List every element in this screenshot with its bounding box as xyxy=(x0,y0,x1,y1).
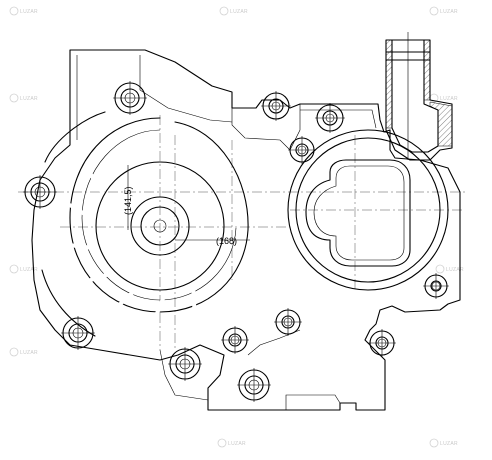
bolt-hole xyxy=(288,136,316,164)
impeller-vane-inner xyxy=(114,286,140,310)
bolt-hole xyxy=(261,91,291,121)
impeller-vane-inner xyxy=(153,289,168,320)
svg-text:LUZAR: LUZAR xyxy=(20,350,38,356)
svg-text:LUZAR: LUZAR xyxy=(20,267,38,273)
bolt-hole xyxy=(113,81,147,115)
svg-text:LUZAR: LUZAR xyxy=(440,441,458,447)
height-dimension-label: (141,5) xyxy=(123,186,133,215)
bolt-hole xyxy=(237,368,271,402)
outlet-pipe xyxy=(385,32,453,161)
housing-outline xyxy=(31,49,461,411)
bolt-hole xyxy=(423,273,449,299)
impeller-vane-inner xyxy=(85,167,105,195)
svg-text:LUZAR: LUZAR xyxy=(446,267,464,273)
svg-text:LUZAR: LUZAR xyxy=(20,9,38,15)
watermark-low-right: LUZAR xyxy=(435,264,464,274)
watermark-bottom-left: LUZAR xyxy=(9,347,38,357)
watermark-bottom-right: LUZAR xyxy=(429,438,458,448)
bolt-hole xyxy=(315,103,345,133)
bolt-hole xyxy=(274,308,302,336)
impeller-vanes xyxy=(68,167,197,320)
svg-text:LUZAR: LUZAR xyxy=(440,96,458,102)
svg-text:LUZAR: LUZAR xyxy=(228,441,246,447)
bolt-hole xyxy=(61,316,95,350)
impeller-hub xyxy=(95,161,225,291)
bolt-hole xyxy=(168,347,202,381)
watermark-group: LUZAR LUZAR LUZAR LUZAR LUZAR LUZAR LUZA… xyxy=(9,6,464,448)
impeller-vane-inner xyxy=(191,281,197,314)
watermark-top-center: LUZAR xyxy=(219,6,248,16)
svg-text:LUZAR: LUZAR xyxy=(20,96,38,102)
impeller-vane-inner xyxy=(84,270,116,284)
watermark-top-right: LUZAR xyxy=(429,6,458,16)
centerlines xyxy=(18,115,465,350)
watermark-top-left: LUZAR xyxy=(9,6,38,16)
watermark-low-left: LUZAR xyxy=(9,264,38,274)
dimension-annotations: (141,5) (168) xyxy=(123,165,250,246)
svg-text:LUZAR: LUZAR xyxy=(440,9,458,15)
thermostat-chamber xyxy=(287,129,449,291)
svg-text:LUZAR: LUZAR xyxy=(230,9,248,15)
pump-volute xyxy=(41,111,249,337)
impeller-vane-inner xyxy=(68,243,100,251)
bolt-holes xyxy=(23,81,449,402)
bolt-hole xyxy=(368,329,396,357)
impeller-vane-inner xyxy=(68,203,97,223)
watermark-mid-left: LUZAR xyxy=(9,93,38,103)
bolt-hole xyxy=(23,175,57,209)
width-dimension-label: (168) xyxy=(216,236,237,246)
bolt-hole xyxy=(221,326,249,354)
watermark-bottom-center: LUZAR xyxy=(217,438,246,448)
